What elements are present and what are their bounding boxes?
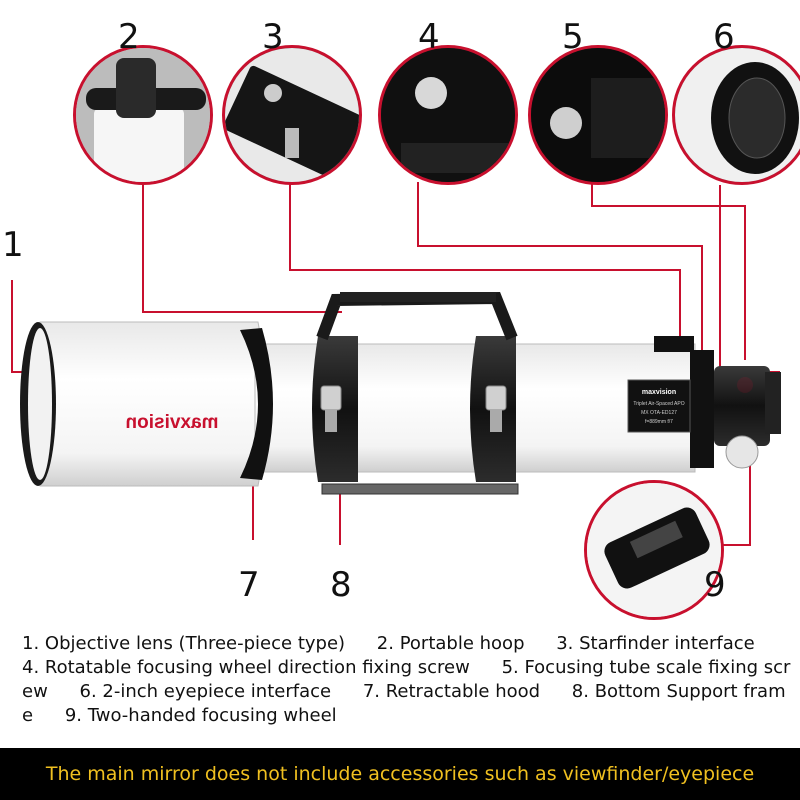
callout-number-5: 5	[562, 17, 584, 57]
ring-screws	[320, 385, 507, 432]
parts-legend: 1. Objective lens (Three-piece type) 2. …	[22, 632, 792, 728]
label-line-2: MX OTA-ED127	[641, 410, 677, 416]
legend-item-6: 6. 2-inch eyepiece interface	[79, 681, 332, 702]
notice-banner-text: The main mirror does not include accesso…	[45, 763, 755, 785]
legend-item-7: 7. Retractable hood	[362, 681, 541, 702]
bottom-support-frame	[321, 483, 519, 495]
callout-line-3	[289, 175, 681, 345]
retractable-hood	[20, 321, 267, 487]
callout-number-4: 4	[418, 17, 440, 57]
detail-photo-portable-hoop	[73, 45, 213, 185]
legend-item-3: 3. Starfinder interface	[556, 633, 755, 654]
callout-number-6: 6	[713, 17, 735, 57]
brand-logo-text: maxvision	[126, 412, 219, 433]
detail-photo-starfinder-interface	[222, 45, 362, 185]
legend-item-4: 4. Rotatable focusing wheel direction fi…	[22, 657, 470, 678]
callout-line-2	[142, 175, 342, 313]
legend-item-1: 1. Objective lens (Three-piece type)	[22, 633, 346, 654]
callout-line-5	[591, 180, 746, 360]
portable-hoop	[316, 291, 518, 341]
label-brand-text: maxvision	[642, 389, 676, 396]
notice-banner: The main mirror does not include accesso…	[0, 748, 800, 800]
legend-item-2: 2. Portable hoop	[376, 633, 525, 654]
label-line-3: f=889mm f/7	[645, 419, 673, 425]
focusing-wheel	[725, 435, 759, 469]
callout-line-4	[417, 182, 703, 350]
product-label	[627, 379, 691, 433]
detail-photo-focusing-wheel	[584, 480, 724, 620]
callout-number-9: 9	[704, 565, 726, 605]
callout-number-8: 8	[330, 565, 352, 605]
detail-photo-focusing-wheel-screw	[378, 45, 518, 185]
legend-item-5: 5. Focusing tube scale fixing screw	[22, 657, 791, 702]
detail-photo-focusing-tube-screw	[528, 45, 668, 185]
callout-number-2: 2	[118, 17, 140, 57]
detail-photo-eyepiece-interface	[672, 45, 800, 185]
legend-item-9: 9. Two-handed focusing wheel	[64, 705, 337, 726]
focuser	[654, 336, 781, 469]
legend-item-8: 8. Bottom Support frame	[22, 681, 786, 726]
callout-number-7: 7	[238, 565, 260, 605]
callout-line-1	[11, 280, 24, 373]
callout-number-1: 1	[2, 225, 24, 265]
label-line-1: Triplet Air-Spaced APO	[633, 401, 684, 407]
callout-number-3: 3	[262, 17, 284, 57]
